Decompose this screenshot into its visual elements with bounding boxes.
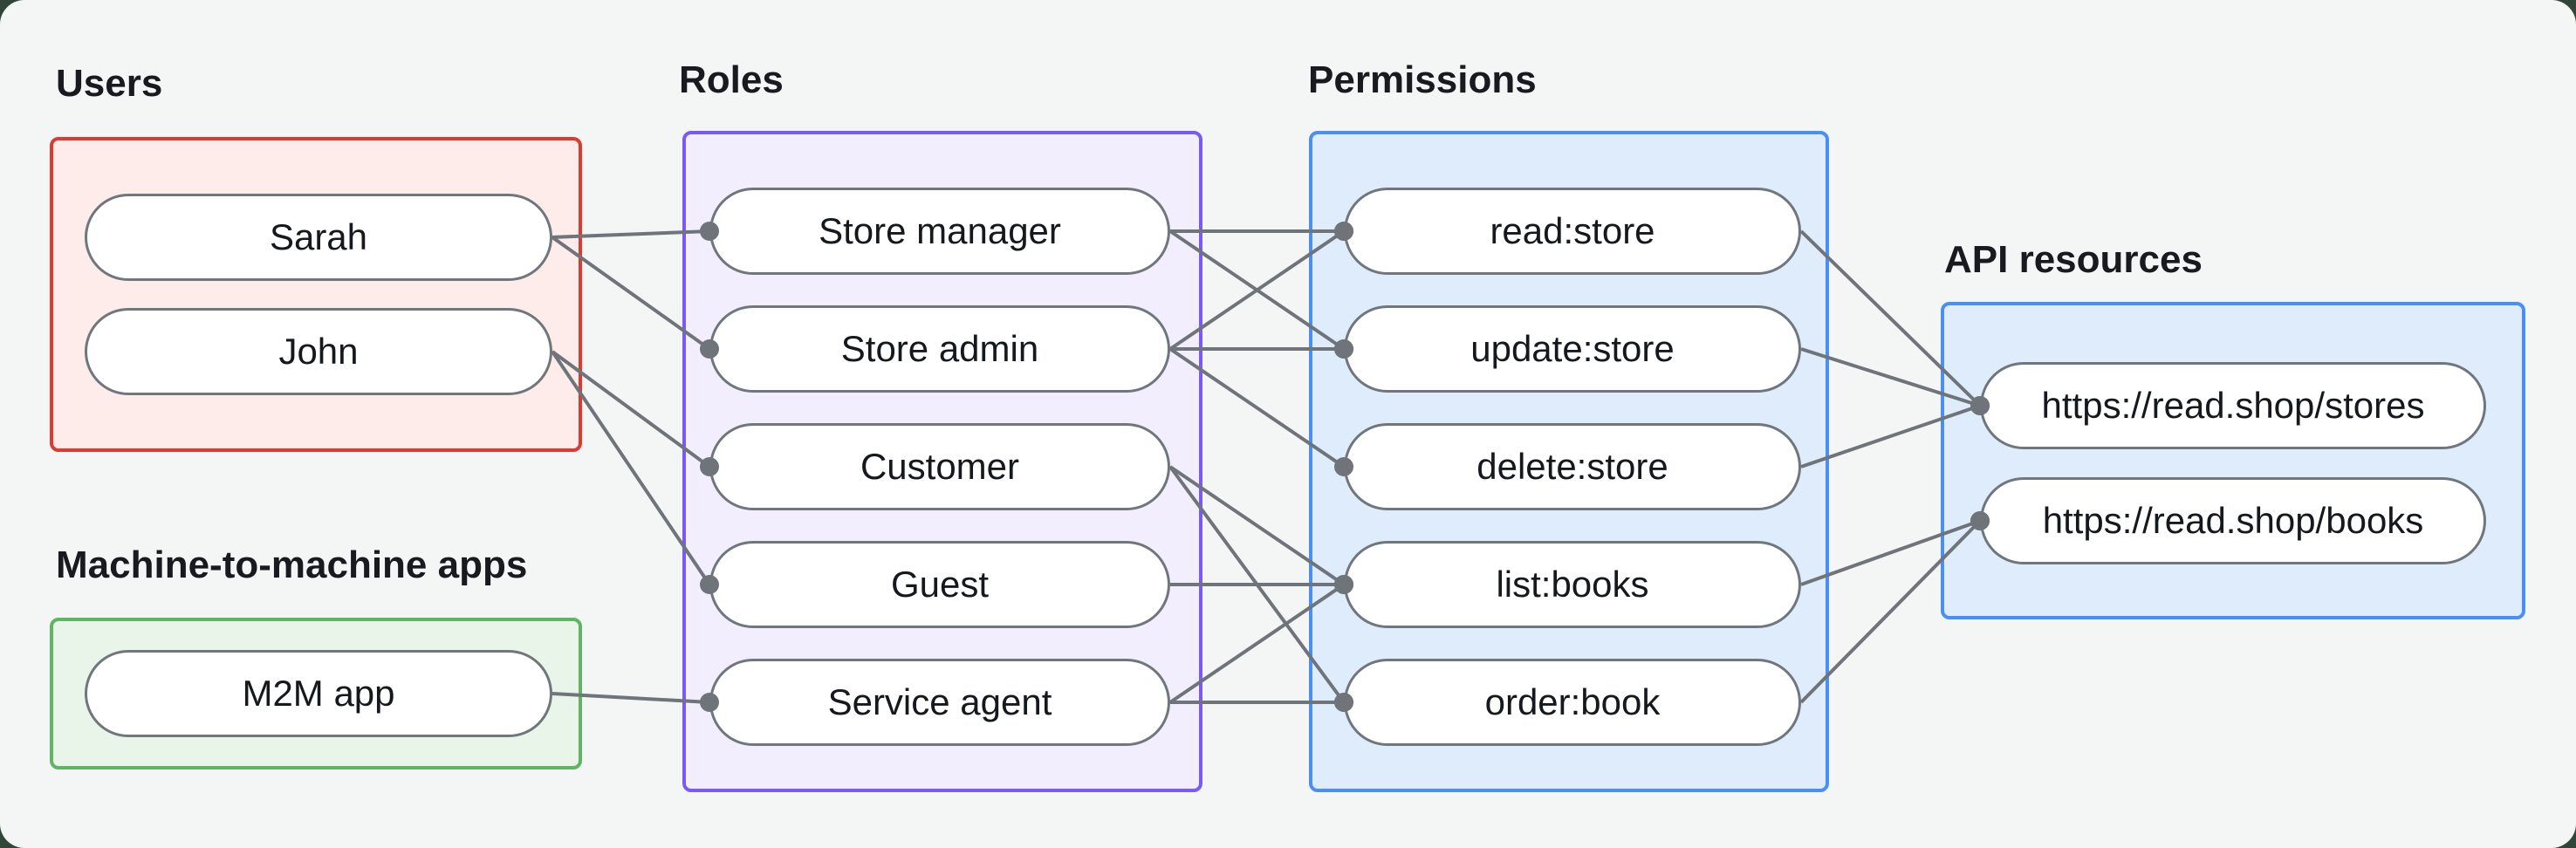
api-resources-group-label: API resources [1944,238,2203,281]
node-role-store-manager: Store manager [709,188,1170,275]
node-role-store-admin: Store admin [709,305,1170,393]
node-label: John [278,331,359,372]
node-label: https://read.shop/books [2042,500,2424,541]
node-user-sarah: Sarah [85,194,552,281]
roles-group-label: Roles [679,58,784,101]
node-label: order:book [1484,681,1661,722]
node-label: https://read.shop/stores [2041,385,2425,426]
node-api-resource-stores: https://read.shop/stores [1980,362,2486,449]
node-label: Guest [890,564,990,605]
node-api-resource-books: https://read.shop/books [1980,477,2486,564]
node-label: list:books [1496,564,1649,605]
node-label: update:store [1470,328,1675,369]
node-user-john: John [85,308,552,395]
node-permission-read-store: read:store [1344,188,1801,275]
node-role-service-agent: Service agent [709,659,1170,746]
node-permission-delete-store: delete:store [1344,423,1801,510]
node-label: M2M app [242,673,395,714]
permissions-group-label: Permissions [1308,58,1537,101]
users-group-label: Users [56,62,163,105]
node-label: Customer [860,446,1020,487]
node-role-guest: Guest [709,541,1170,628]
node-permission-update-store: update:store [1344,305,1801,393]
node-permission-list-books: list:books [1344,541,1801,628]
node-label: read:store [1490,210,1655,251]
node-m2m-app: M2M app [85,650,552,737]
node-label: Store admin [840,328,1039,369]
node-label: Service agent [827,681,1052,722]
node-label: Store manager [819,210,1061,251]
node-permission-order-book: order:book [1344,659,1801,746]
m2m-group-label: Machine-to-machine apps [56,544,528,586]
node-role-customer: Customer [709,423,1170,510]
api-resources-group-box [1941,302,2525,619]
users-group-box [50,137,582,452]
node-label: Sarah [269,216,368,257]
node-label: delete:store [1476,446,1668,487]
